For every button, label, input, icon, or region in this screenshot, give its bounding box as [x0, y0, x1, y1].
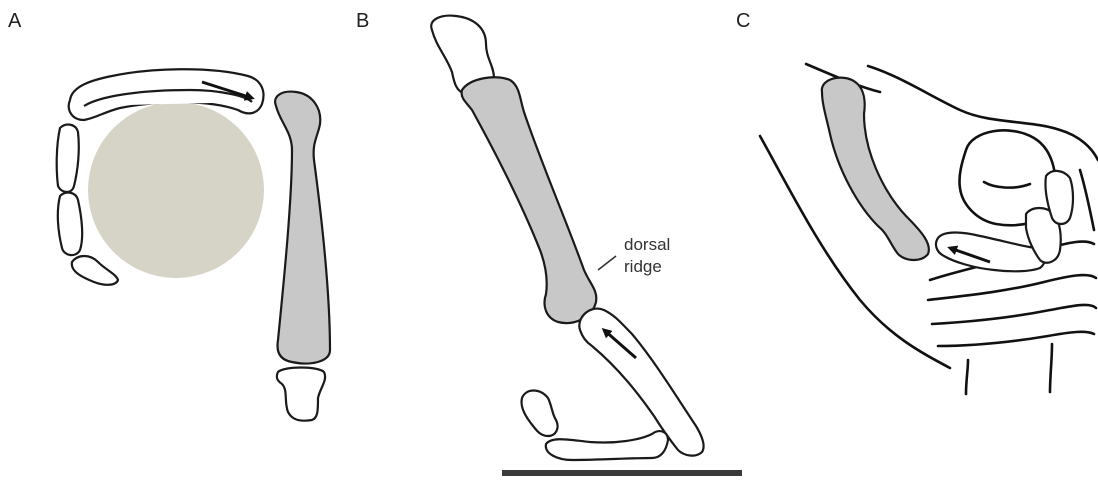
left-bone-upper	[57, 125, 79, 192]
finger-stub-2	[1050, 344, 1052, 392]
grasped-object-disk	[88, 102, 264, 278]
distal-bone-a	[277, 368, 325, 421]
finger-stub-3	[1080, 170, 1094, 230]
highlighted-bone-a	[275, 92, 330, 364]
dorsal-ridge-label-line1: dorsal	[624, 235, 670, 254]
panel-c: C	[736, 10, 1098, 394]
dorsal-ridge-pointer	[598, 256, 616, 270]
highlighted-bone-c	[822, 78, 929, 260]
panel-b-label: B	[356, 10, 369, 32]
left-bone-tip	[72, 256, 118, 285]
finger-curl-2	[928, 275, 1096, 300]
panel-c-label: C	[736, 10, 750, 32]
panel-b: B dorsal ridge	[356, 10, 742, 476]
finger-stub-1	[966, 360, 968, 394]
left-bone-lower	[58, 193, 82, 256]
middle-bone-b	[579, 309, 703, 456]
finger-curl-4	[938, 332, 1094, 346]
panel-a-label: A	[8, 10, 22, 32]
finger-curl-3	[932, 305, 1096, 324]
panel-a: A	[8, 10, 330, 421]
tip-bone-b	[521, 391, 557, 437]
highlighted-bone-b	[462, 77, 597, 323]
contact-surface	[502, 470, 742, 476]
hand-outline-top	[868, 66, 1098, 160]
distal-bone-b	[546, 431, 668, 460]
held-object-line	[984, 182, 1030, 188]
dorsal-ridge-label-line2: ridge	[624, 257, 662, 276]
